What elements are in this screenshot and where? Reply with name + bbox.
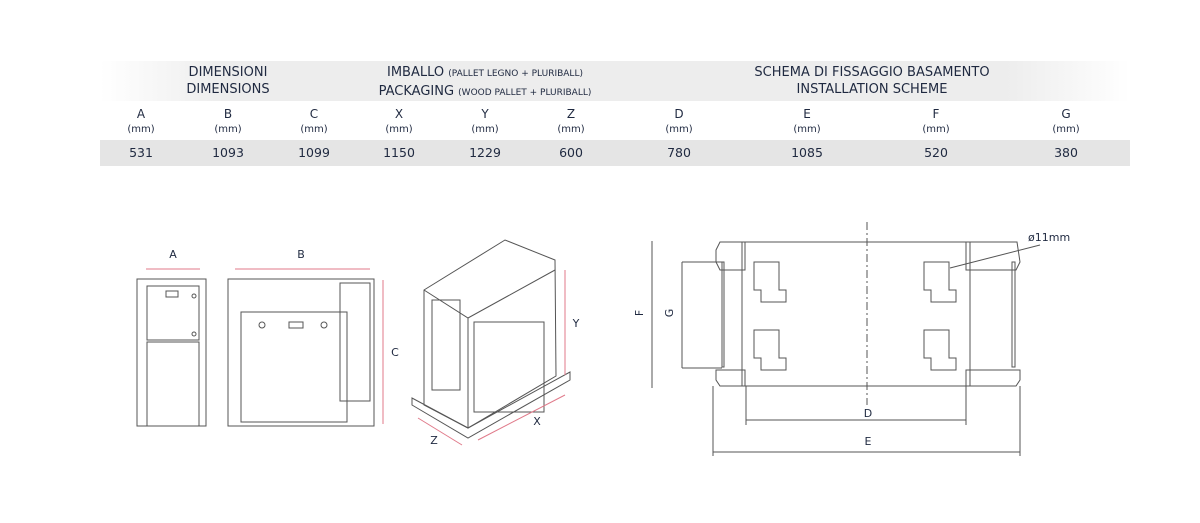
column-label: Y [481,107,489,121]
column-unit: (mm) [793,124,821,135]
column-label: Z [566,107,576,121]
dimensions-it: DIMENSIONI [188,65,268,80]
column-header-b: B (mm) [214,107,241,137]
label-x: X [533,415,541,428]
label-c: C [391,346,399,359]
column-unit: (mm) [1052,124,1080,135]
side-view [227,268,384,427]
column-header-d: D (mm) [665,107,692,137]
value-y: 1229 [469,145,501,160]
hole-diameter-label: ø11mm [1028,231,1070,244]
column-header-f: F (mm) [922,107,949,137]
header-band [100,61,1130,101]
column-label: D [674,107,684,121]
value-c: 1099 [298,145,330,160]
installation-it: SCHEMA DI FISSAGGIO BASAMENTO [754,65,990,80]
value-b: 1093 [212,145,244,160]
label-e: E [865,435,872,448]
installation-scheme [651,222,1041,456]
value-x: 1150 [383,145,415,160]
value-a: 531 [129,145,153,160]
packaging-it-note: (PALLET LEGNO + PLURIBALL) [448,69,583,79]
column-unit: (mm) [385,124,413,135]
front-view [136,268,207,427]
column-unit: (mm) [665,124,693,135]
column-unit: (mm) [557,124,585,135]
label-d: D [864,407,872,420]
value-f: 520 [924,145,948,160]
packaging-heading: IMBALLO (PALLET LEGNO + PLURIBALL) PACKA… [379,64,592,102]
column-header-c: C (mm) [300,107,327,137]
value-d: 780 [667,145,691,160]
value-g: 380 [1054,145,1078,160]
column-unit: (mm) [127,124,155,135]
label-y: Y [572,317,580,330]
column-header-a: A (mm) [127,107,154,137]
column-unit: (mm) [214,124,242,135]
packaged-view [411,239,571,446]
label-z: Z [430,434,438,447]
column-header-e: E (mm) [793,107,820,137]
column-header-x: X (mm) [385,107,412,137]
column-label: B [223,107,233,121]
column-label: F [932,107,940,121]
packaging-it: IMBALLO [387,65,445,80]
column-header-g: G (mm) [1052,107,1079,137]
value-e: 1085 [791,145,823,160]
column-label: C [309,107,319,121]
column-unit: (mm) [300,124,328,135]
column-label: E [803,107,811,121]
column-label: G [1061,107,1071,121]
label-a: A [169,248,177,261]
column-unit: (mm) [922,124,950,135]
label-b: B [297,248,305,261]
column-header-y: Y (mm) [471,107,498,137]
installation-en: INSTALLATION SCHEME [796,82,948,97]
label-f: F [633,310,646,316]
values-row [100,140,1130,166]
installation-heading: SCHEMA DI FISSAGGIO BASAMENTO INSTALLATI… [754,64,989,98]
dimensions-heading: DIMENSIONI DIMENSIONS [186,64,269,98]
column-label: X [394,107,404,121]
dimensions-en: DIMENSIONS [186,82,270,97]
value-z: 600 [559,145,583,160]
packaging-en-note: (WOOD PALLET + PLURIBALL) [458,88,592,98]
column-label: A [136,107,146,121]
label-g: G [663,309,676,318]
packaging-en: PACKAGING [378,84,455,99]
column-header-z: Z (mm) [557,107,584,137]
column-unit: (mm) [471,124,499,135]
